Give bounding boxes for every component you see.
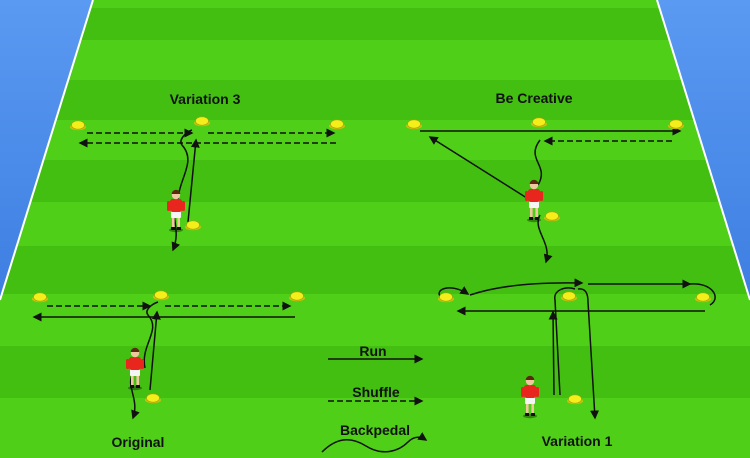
label-be-creative: Be Creative [495,90,572,106]
label-variation-1: Variation 1 [542,433,613,449]
legend-backpedal-label: Backpedal [340,422,410,438]
label-original: Original [112,434,165,450]
label-variation-3: Variation 3 [170,91,241,107]
legend-shuffle-label: Shuffle [352,384,399,400]
legend-run-label: Run [359,343,386,359]
